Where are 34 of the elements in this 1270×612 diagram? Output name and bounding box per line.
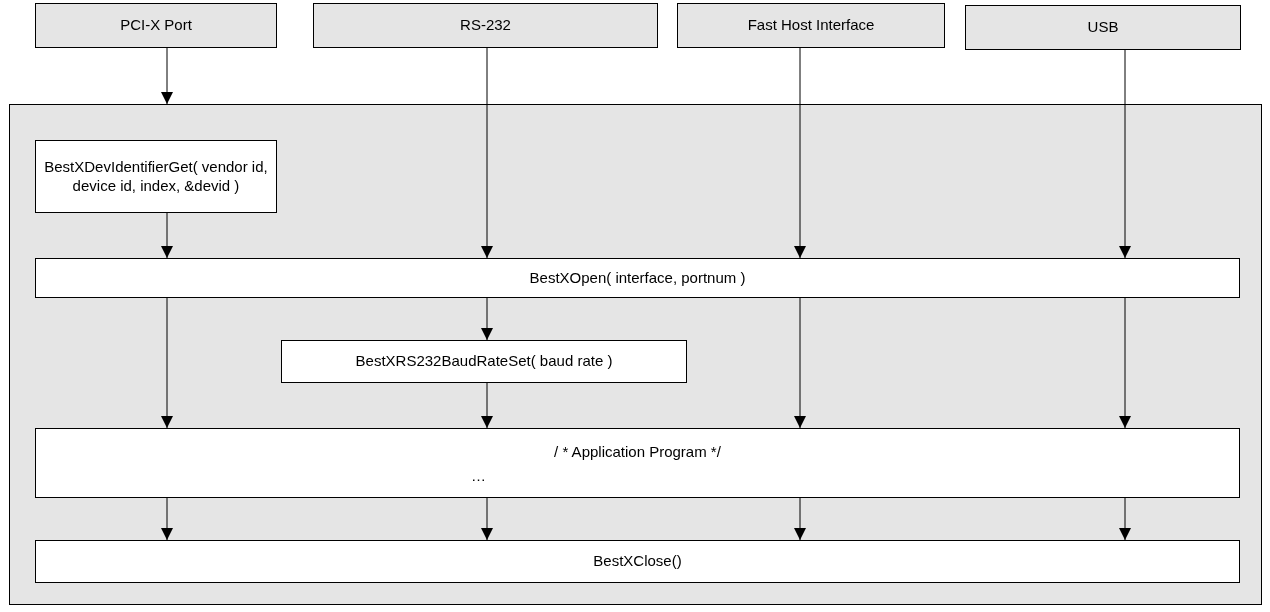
arrow xyxy=(1119,49,1131,259)
label-text: RS-232 xyxy=(460,16,511,35)
label-text: Fast Host Interface xyxy=(747,16,875,35)
label-text: PCI-X Port xyxy=(120,16,192,35)
comment-text: / * Application Program */ xyxy=(553,443,722,462)
label-text: BestXRS232BaudRateSet( baud rate ) xyxy=(355,352,613,371)
label-text: BestXClose() xyxy=(593,552,682,571)
function-box xyxy=(35,540,1240,583)
program-box xyxy=(35,428,1240,498)
arrow xyxy=(794,47,806,259)
arrow xyxy=(161,47,173,105)
label-text: USB xyxy=(1087,18,1119,37)
arrow xyxy=(481,47,493,259)
arrow xyxy=(161,212,173,259)
arrow xyxy=(794,297,806,429)
arrow xyxy=(481,297,493,341)
ellipsis: … xyxy=(471,467,486,486)
arrow xyxy=(1119,297,1131,429)
arrow xyxy=(161,497,173,541)
interface-box xyxy=(313,3,658,48)
function-box xyxy=(35,140,277,213)
arrow xyxy=(481,497,493,541)
arrow xyxy=(481,382,493,429)
arrow xyxy=(1119,497,1131,541)
panel xyxy=(9,104,1262,605)
function-box xyxy=(35,258,1240,298)
interface-box xyxy=(35,3,277,48)
label-text: BestXDevIdentifierGet( vendor id, device id, index, &devid ) xyxy=(43,157,269,196)
arrow xyxy=(161,297,173,429)
interface-box xyxy=(677,3,945,48)
label-text: BestXOpen( interface, portnum ) xyxy=(529,268,746,288)
arrow xyxy=(794,497,806,541)
interface-box xyxy=(965,5,1241,50)
function-box xyxy=(281,340,687,383)
